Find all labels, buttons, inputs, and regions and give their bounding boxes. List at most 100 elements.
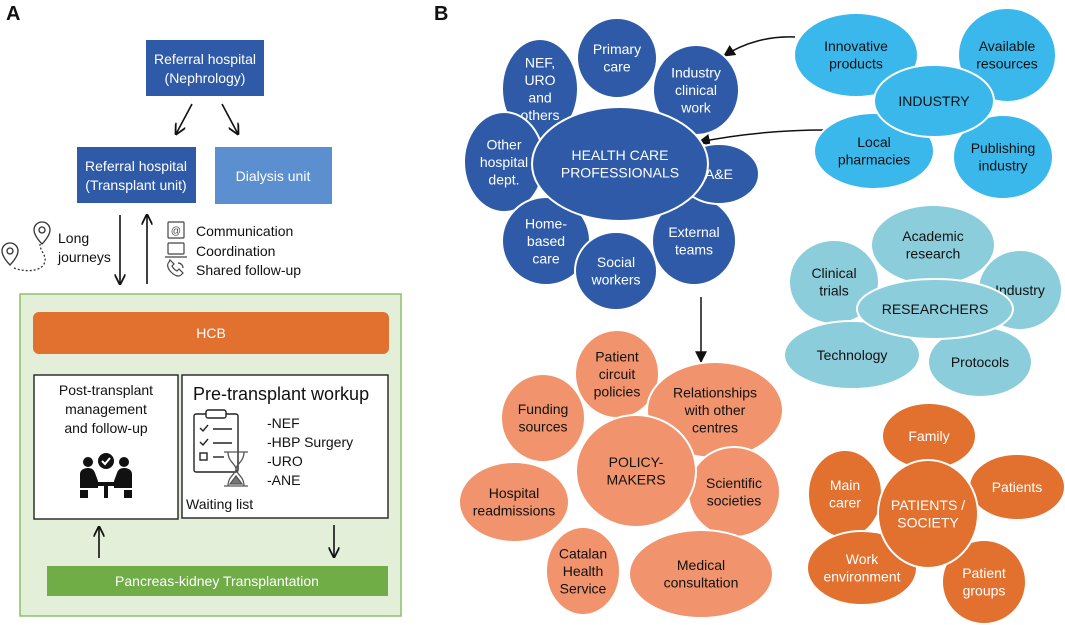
pre-item-nef: -NEF (267, 415, 300, 431)
long-journeys-line2: journeys (57, 249, 111, 265)
hc-external-teams: External teams (651, 196, 737, 286)
pre-transplant-title: Pre-transplant workup (193, 384, 369, 404)
patients-center-label-1: PATIENTS / (891, 497, 965, 513)
patients-patients-label-1: Patients (992, 479, 1043, 495)
arrow-industry-to-hc-top (723, 36, 796, 57)
researchers-technology-shape (783, 320, 921, 390)
policy-hospital-readmissions-shape (458, 461, 570, 543)
arrow-to-transplant (176, 103, 193, 134)
waiting-list-label: Waiting list (186, 496, 253, 512)
policy-medical: Medical consultation (628, 529, 774, 619)
patients-main-carer-label-1: Main (830, 477, 860, 493)
policy-patient-circuit-label-3: policies (594, 383, 641, 399)
policy-medical-shape (628, 529, 774, 619)
pancreas-kidney-bar (47, 566, 388, 596)
post-transplant-line1: Post-transplant (59, 382, 153, 398)
hc-home-based-label-3: care (532, 250, 559, 266)
post-transplant-line3: and follow-up (64, 420, 147, 436)
hc-industry-clinical-label-2: clinical (675, 82, 717, 98)
referral-nephrology-box (146, 40, 264, 96)
computer-icon (165, 242, 187, 258)
policy-center-shape (575, 414, 697, 528)
hc-nef-uro-label-2: URO (524, 72, 555, 88)
researchers-technology-label-1: Technology (817, 347, 888, 363)
team-icon (80, 453, 132, 498)
hc-nef-uro-label-4: others (521, 107, 560, 123)
mail-icon: @ (167, 221, 185, 239)
hc-center-shape (531, 106, 709, 222)
coordination-label: Coordination (196, 243, 275, 259)
policy-medical-label-1: Medical (677, 557, 725, 573)
patients-main-carer-label-2: carer (829, 495, 861, 511)
referral-nephrology-line1: Referral hospital (154, 51, 256, 67)
hc-home-based-label-2: based (527, 233, 565, 249)
patients-center-label-2: SOCIETY (897, 515, 959, 531)
industry-available-label-1: Available (979, 38, 1036, 54)
panel-label-b: B (434, 3, 448, 25)
referral-transplant-line2: (Transplant unit) (85, 177, 186, 193)
pre-transplant-box (181, 374, 389, 519)
hc-ae-label-1: A&E (705, 166, 733, 182)
industry-innovative-label-1: Innovative (824, 38, 888, 54)
policy-scientific-label-1: Scientific (706, 475, 762, 491)
hcb-label: HCB (196, 325, 226, 341)
hc-social-workers-label-2: workers (590, 272, 640, 288)
patients-patients: Patients (968, 453, 1065, 521)
hc-industry-clinical-label-1: Industry (671, 64, 721, 80)
policy-patient-circuit-label-2: circuit (599, 366, 636, 382)
post-transplant-line2: management (65, 401, 147, 417)
referral-transplant-box (77, 147, 196, 203)
policy-medical-label-2: consultation (664, 575, 739, 591)
hc-external-teams-label-1: External (668, 224, 719, 240)
shared-followup-label: Shared follow-up (196, 262, 301, 278)
researchers-technology: Technology (783, 320, 921, 390)
researchers-center-shape (856, 278, 1014, 340)
svg-text:@: @ (171, 226, 181, 237)
patients-groups-shape (941, 539, 1027, 625)
patients-groups-label-2: groups (963, 583, 1006, 599)
researchers-protocols-label-1: Protocols (951, 354, 1009, 370)
pancreas-kidney-label: Pancreas-kidney Transplantation (115, 573, 319, 589)
researchers-industry-label-1: Industry (995, 282, 1045, 298)
referral-nephrology-line2: (Nephrology) (165, 70, 246, 86)
hc-other-hospital-label-1: Other (486, 136, 521, 152)
hc-other-hospital-label-3: dept. (488, 171, 519, 187)
policy-relationships-label-3: centres (692, 419, 738, 435)
hc-primary-care-label-1: Primary (593, 41, 641, 57)
policy-relationships-label-1: Relationships (673, 384, 757, 400)
phone-icon (167, 258, 184, 277)
policy-center-label-1: POLICY- (609, 454, 664, 470)
map-pin-icon (1, 221, 51, 272)
industry-publishing-shape (952, 114, 1054, 200)
clipboard-icon (193, 409, 239, 473)
policy-catalan-label-2: Health (563, 563, 603, 579)
hc-external-teams-label-2: teams (675, 242, 713, 258)
industry-publishing-label-1: Publishing (971, 140, 1036, 156)
hc-other-hospital-label-2: hospital (480, 154, 528, 170)
patients-main-carer: Main carer (807, 449, 883, 539)
hc-social-workers-label-1: Social (597, 254, 635, 270)
patients-center: PATIENTS / SOCIETY (877, 459, 979, 569)
policy-center-label-2: MAKERS (606, 472, 665, 488)
hc-industry-clinical-label-3: work (680, 99, 712, 115)
hc-center-label-1: HEALTH CARE (572, 147, 669, 163)
industry-innovative-shape (793, 12, 919, 98)
patients-family: Family (881, 402, 977, 470)
long-journeys-line1: Long (58, 230, 89, 246)
policy-hospital-readmissions-label-1: Hospital (489, 485, 540, 501)
patients-work-label-2: environment (823, 569, 900, 585)
industry-center: INDUSTRY (873, 64, 995, 138)
panel-label-a: A (6, 3, 20, 25)
